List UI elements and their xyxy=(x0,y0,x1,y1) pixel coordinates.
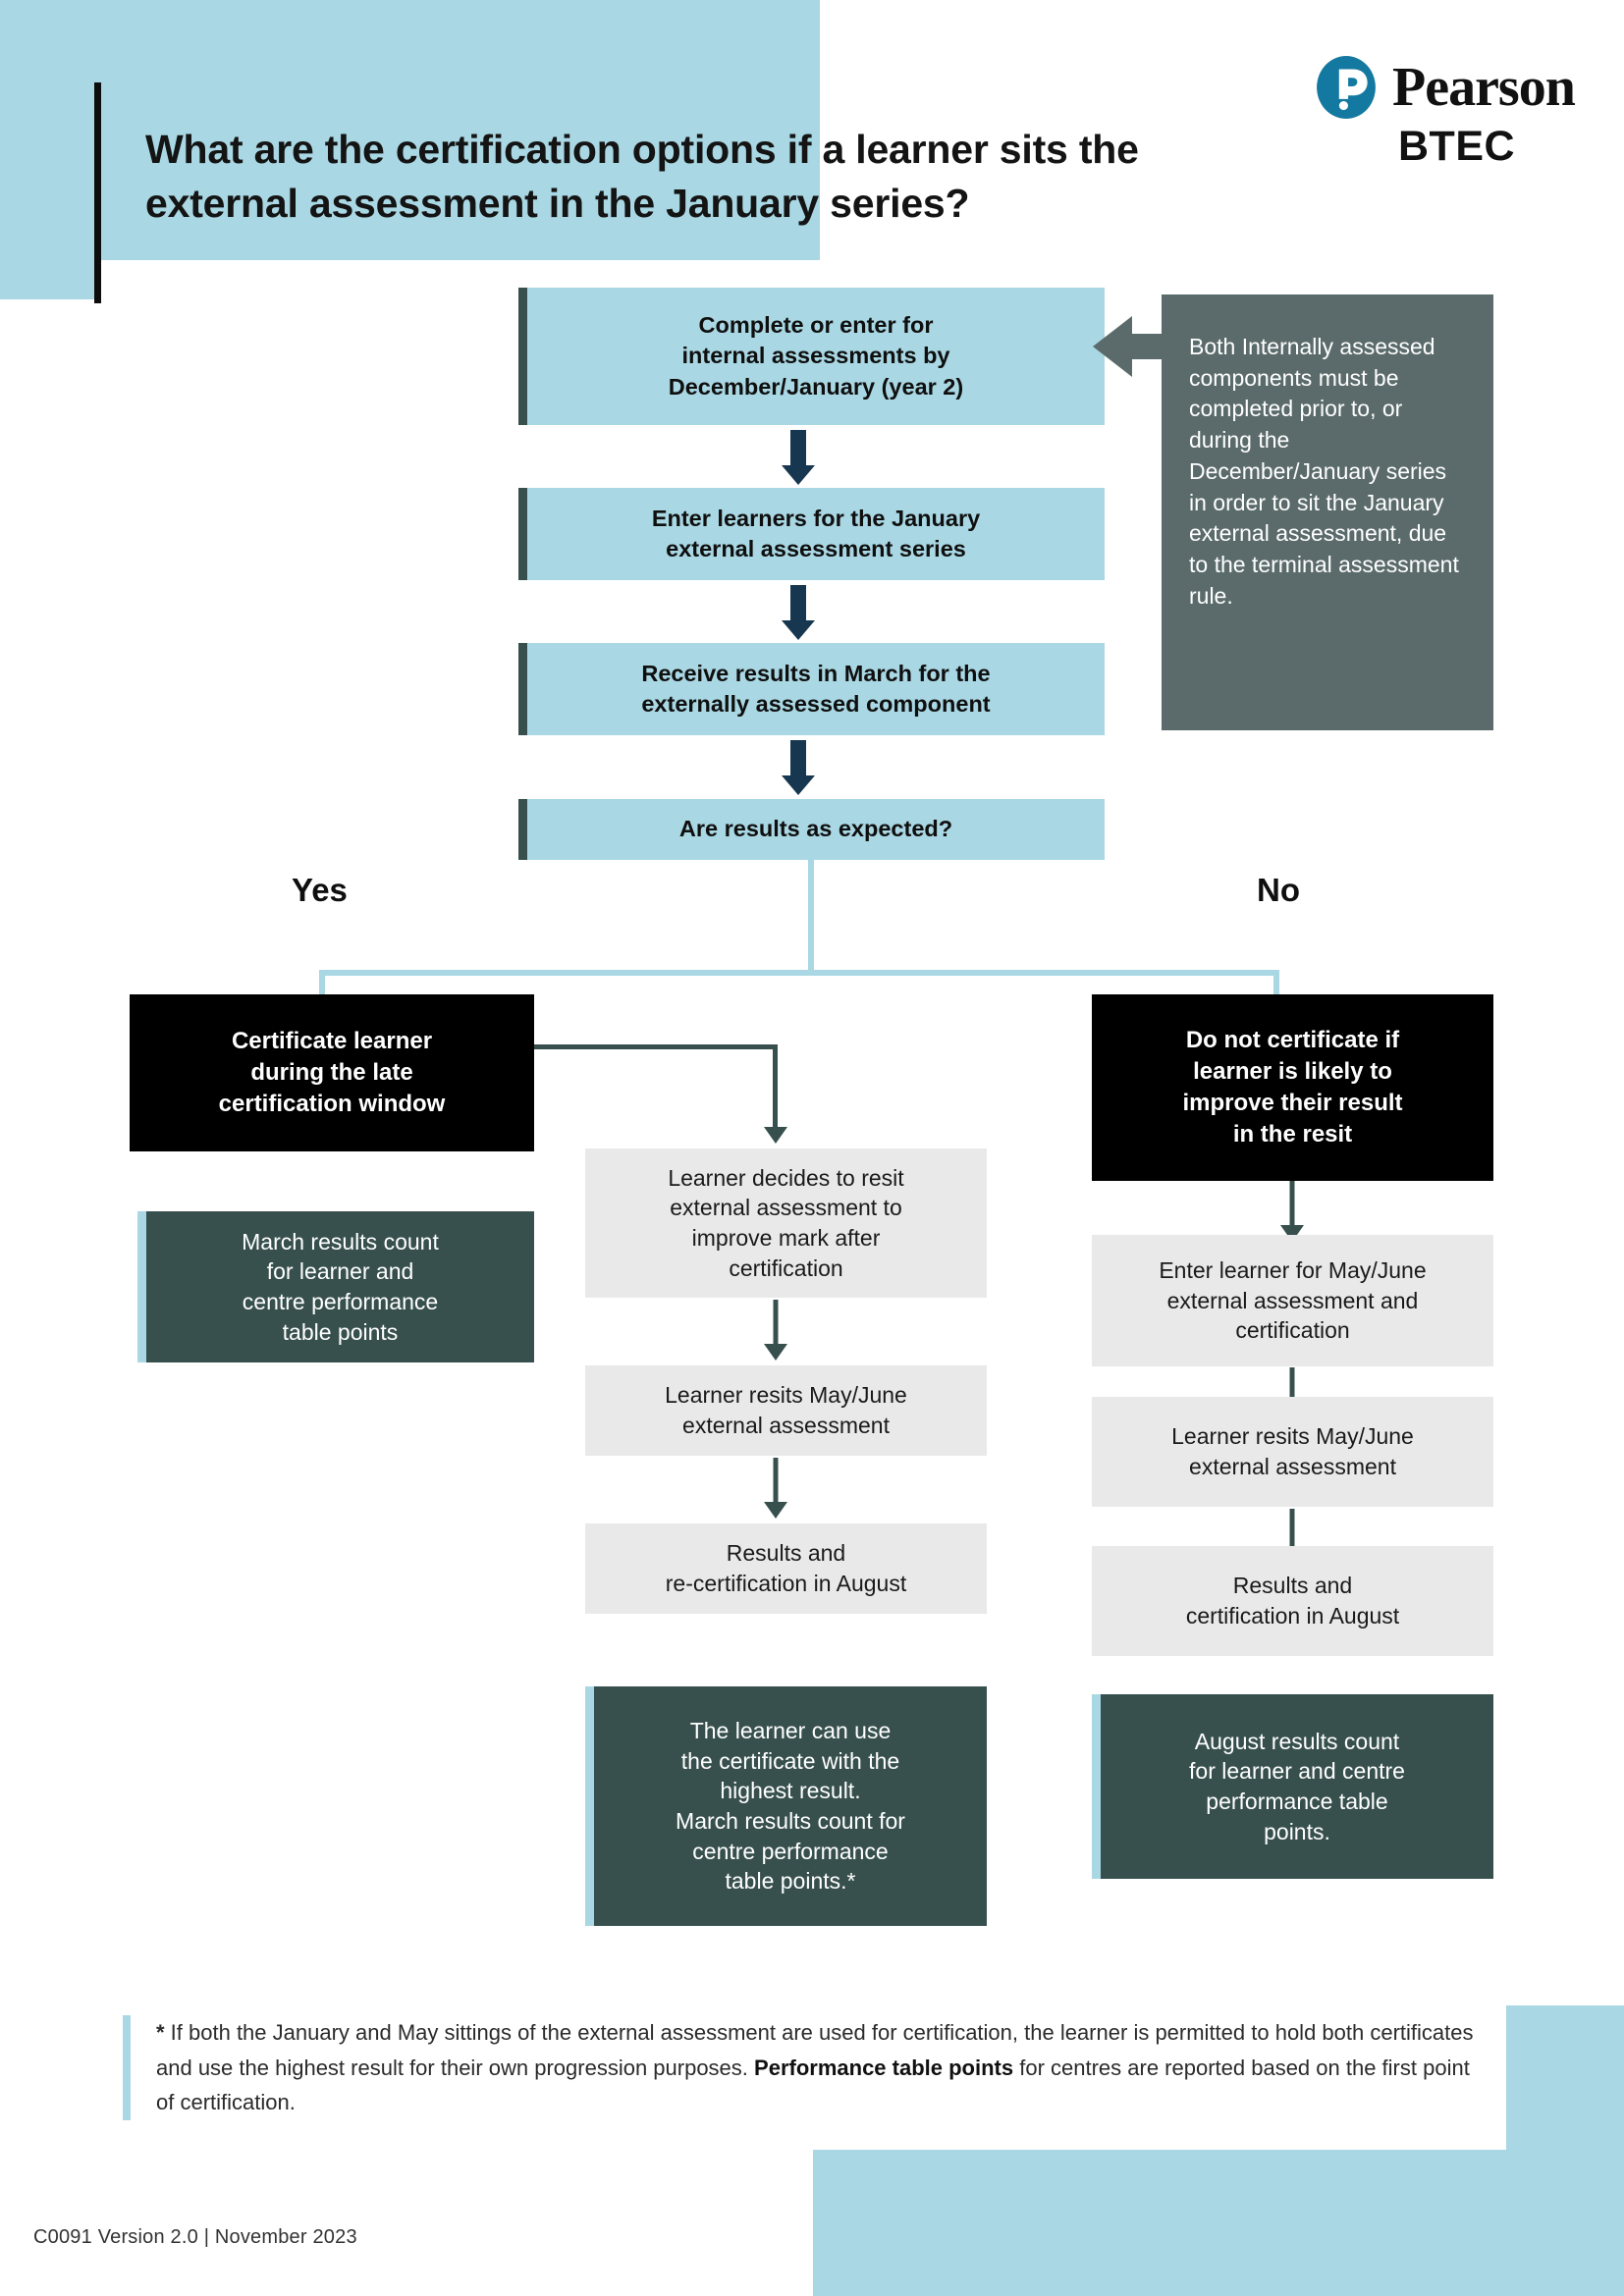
arrow-step3-to-decision xyxy=(781,740,816,795)
connector-yes-to-middle-vertical xyxy=(773,1044,778,1133)
no-branch-box-august-results: August results count for learner and cen… xyxy=(1092,1694,1493,1879)
footnote-line1: If both the January and May sittings of … xyxy=(164,2020,1128,2045)
no-branch-box-results-certification: Results and certification in August xyxy=(1092,1546,1493,1656)
footnote-marker: * xyxy=(156,2020,165,2045)
version-footer: C0091 Version 2.0 | November 2023 xyxy=(33,2226,357,2248)
logo-wordmark: Pearson xyxy=(1392,57,1576,118)
no-branch-box-learner-resits: Learner resits May/June external assessm… xyxy=(1092,1397,1493,1507)
flow-step-3: Receive results in March for the externa… xyxy=(518,643,1105,735)
no-branch-box-do-not-certificate: Do not certificate if learner is likely … xyxy=(1092,994,1493,1181)
flow-decision-results-as-expected: Are results as expected? xyxy=(518,799,1105,860)
footnote-bold-term: Performance table points xyxy=(754,2055,1014,2080)
footnote-line2: is permitted to hold both certificates a… xyxy=(156,2020,1474,2080)
decor-block-bottom-right-horizontal xyxy=(813,2150,1624,2296)
branch-label-no: No xyxy=(1257,872,1300,908)
arrow-into-middle-box1 xyxy=(752,1127,799,1148)
terminal-assessment-note: Both Internally assessed components must… xyxy=(1162,294,1493,730)
branch-horizontal-connector xyxy=(320,970,1276,976)
middle-box-results-recertification: Results and re-certification in August xyxy=(585,1523,987,1614)
arrow-step1-to-step2 xyxy=(781,430,816,485)
decor-block-top-left xyxy=(0,0,820,260)
flow-step-1: Complete or enter for internal assessmen… xyxy=(518,288,1105,425)
logo-btec-text: BTEC xyxy=(1398,123,1516,170)
middle-box-highest-result-note: The learner can use the certificate with… xyxy=(585,1686,987,1926)
decor-block-top-left-tail xyxy=(0,260,94,299)
yes-branch-box-certificate-learner: Certificate learner during the late cert… xyxy=(130,994,534,1151)
footnote: * If both the January and May sittings o… xyxy=(123,2015,1482,2120)
pearson-p-icon xyxy=(1317,56,1376,119)
arrow-middle-2-to-3 xyxy=(752,1458,799,1520)
flow-step-2: Enter learners for the January external … xyxy=(518,488,1105,580)
arrow-middle-1-to-2 xyxy=(752,1300,799,1362)
middle-box-learner-decides-resit: Learner decides to resit external assess… xyxy=(585,1148,987,1298)
no-branch-box-enter-learner: Enter learner for May/June external asse… xyxy=(1092,1235,1493,1366)
yes-branch-box-march-results: March results count for learner and cent… xyxy=(137,1211,534,1362)
pearson-btec-logo: Pearson BTEC xyxy=(1314,55,1598,187)
middle-box-learner-resits: Learner resits May/June external assessm… xyxy=(585,1365,987,1456)
arrow-step2-to-step3 xyxy=(781,585,816,640)
branch-label-yes: Yes xyxy=(292,872,348,908)
decision-stem xyxy=(808,860,814,976)
note-pointer-arrow xyxy=(1093,316,1183,377)
connector-yes-to-middle-horizontal xyxy=(534,1044,778,1049)
footnote-line3: for centres are reported based on the fi… xyxy=(156,2055,1470,2115)
arrow-no-1-to-2 xyxy=(1269,1181,1316,1243)
page-title: What are the certification options if a … xyxy=(145,127,1139,226)
title-vertical-rule xyxy=(94,82,101,303)
